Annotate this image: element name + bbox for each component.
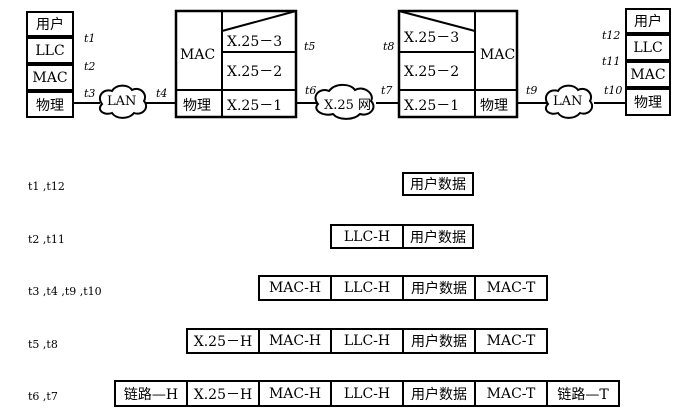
right-bridge-slant <box>398 10 476 32</box>
lan-cloud-right <box>544 84 594 119</box>
left-bridge-x25-1: X.25－1 <box>227 98 283 114</box>
x25-net-label: X.25 网 <box>324 98 372 113</box>
t6-label: t6 <box>305 84 317 97</box>
right-host-llc: LLC <box>625 34 671 61</box>
left-host-mac: MAC <box>26 64 74 91</box>
right-host-phys: 物理 <box>625 88 671 116</box>
left-bridge-x25-2: X.25－2 <box>227 64 283 80</box>
t2-label: t2 <box>84 60 96 73</box>
t1-label: t1 <box>84 32 96 45</box>
right-bridge-x25-3: X.25－3 <box>404 30 460 46</box>
frame-cell-mac-h: MAC-H <box>258 328 332 354</box>
frame-row-label: t3 ,t4 ,t9 ,t10 <box>28 285 102 298</box>
left-bridge-frame <box>174 9 298 119</box>
t10-label: t10 <box>604 84 623 97</box>
t8-label: t8 <box>383 40 395 53</box>
frame-cell-link-t: 链路—T <box>546 380 620 407</box>
frame-row-label: t5 ,t8 <box>28 338 58 351</box>
frame-cell-user-data: 用户数据 <box>402 328 476 354</box>
frame-cell-llc-h: LLC-H <box>330 380 404 407</box>
frame-cell-mac-t: MAC-T <box>474 275 548 301</box>
frame-cell-user-data: 用户数据 <box>402 172 474 196</box>
t5-label: t5 <box>304 40 316 53</box>
right-host-mac: MAC <box>625 61 671 88</box>
frame-row-label: t2 ,t11 <box>28 233 65 246</box>
right-bridge-x25-2: X.25－2 <box>404 64 460 80</box>
t7-label: t7 <box>381 84 393 97</box>
lan-right-label: LAN <box>553 94 583 109</box>
frame-cell-llc-h: LLC-H <box>330 275 404 301</box>
right-bridge-frame <box>397 9 519 119</box>
t4-label: t4 <box>156 87 168 100</box>
right-bridge-mac: MAC <box>480 47 516 63</box>
right-bridge-x25-1: X.25－1 <box>404 98 460 114</box>
frame-row-label: t6 ,t7 <box>28 390 58 403</box>
frame-cell-mac-h: MAC-H <box>258 380 332 407</box>
frame-cell-link-h: 链路—H <box>114 380 188 407</box>
t12-label: t12 <box>602 29 621 42</box>
left-host-user: 用户 <box>26 11 74 37</box>
t11-label: t11 <box>602 55 621 68</box>
frame-cell-llc-h: LLC-H <box>330 328 404 354</box>
left-host-phys: 物理 <box>26 91 74 118</box>
right-bridge-phys: 物理 <box>480 98 508 114</box>
lan-cloud-left <box>98 84 148 119</box>
frame-cell-llc-h: LLC-H <box>330 224 404 249</box>
frame-cell-mac-t: MAC-T <box>474 328 548 354</box>
t3-label: t3 <box>84 87 96 100</box>
frame-cell-x25-h: X.25－H <box>186 328 260 354</box>
left-bridge-mac: MAC <box>180 47 216 63</box>
frame-cell-mac-t: MAC-T <box>474 380 548 407</box>
right-host-user: 用户 <box>625 8 671 34</box>
lan-left-label: LAN <box>107 94 137 109</box>
x25-cloud <box>314 83 375 120</box>
left-bridge-slant <box>221 10 297 32</box>
frame-cell-user-data: 用户数据 <box>402 224 474 249</box>
frame-cell-user-data: 用户数据 <box>402 380 476 407</box>
frame-row-label: t1 ,t12 <box>28 180 65 193</box>
frame-cell-mac-h: MAC-H <box>258 275 332 301</box>
frame-cell-x25-h: X.25－H <box>186 380 260 407</box>
t9-label: t9 <box>526 84 538 97</box>
left-bridge-x25-3: X.25－3 <box>227 34 283 50</box>
left-bridge-phys: 物理 <box>183 98 211 114</box>
left-host-llc: LLC <box>26 37 74 64</box>
frame-cell-user-data: 用户数据 <box>402 275 476 301</box>
